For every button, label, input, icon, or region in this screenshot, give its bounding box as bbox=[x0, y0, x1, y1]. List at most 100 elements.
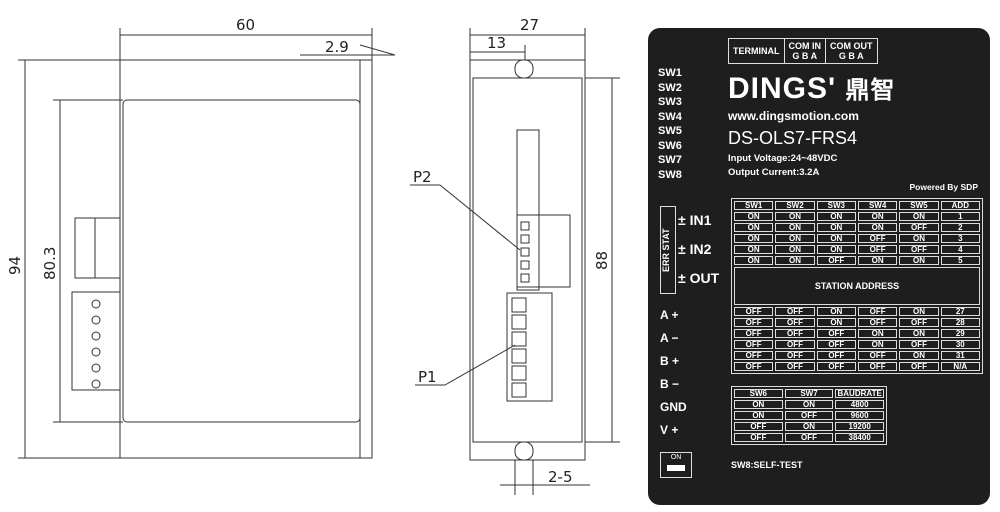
pin-labels: A + A − B + B − GND V + bbox=[660, 304, 687, 442]
table-cell: OFF bbox=[857, 351, 898, 360]
table-cell: ON bbox=[775, 245, 815, 254]
table-cell: 4 bbox=[940, 245, 980, 254]
table-cell: 5 bbox=[940, 256, 980, 265]
table-cell: OFF bbox=[775, 340, 815, 349]
p2-pins bbox=[520, 221, 530, 283]
table-cell: OFF bbox=[775, 351, 815, 360]
table-cell: ON bbox=[734, 256, 774, 265]
switch-label: SW2 bbox=[658, 81, 682, 94]
table-cell: OFF bbox=[899, 223, 939, 232]
dim-side-half: 13 bbox=[487, 34, 506, 52]
table-cell: 31 bbox=[940, 351, 980, 360]
table-cell: OFF bbox=[734, 433, 783, 442]
table-cell: SW3 bbox=[816, 201, 856, 210]
table-cell: OFF bbox=[899, 245, 939, 254]
table-cell: OFF bbox=[784, 411, 834, 420]
switch-label: SW3 bbox=[658, 96, 682, 108]
table-cell: OFF bbox=[857, 318, 898, 327]
dim-side-width: 27 bbox=[520, 16, 539, 34]
table-cell: ON bbox=[734, 245, 774, 254]
powered-by: Powered By SDP bbox=[909, 182, 979, 192]
table-cell: OFF bbox=[857, 234, 898, 243]
table-cell: SW2 bbox=[775, 201, 815, 210]
table-cell: OFF bbox=[816, 329, 856, 338]
table-cell: ON bbox=[775, 256, 815, 265]
model-number: DS-OLS7-FRS4 bbox=[728, 128, 858, 148]
table-cell: ON bbox=[899, 256, 939, 265]
connector-lower bbox=[71, 291, 121, 391]
table-cell: ON bbox=[784, 422, 834, 431]
table-cell: N/A bbox=[940, 362, 980, 371]
brand-name-cn: 鼎智 bbox=[845, 77, 896, 104]
table-cell: OFF bbox=[857, 245, 898, 254]
connector-upper bbox=[74, 217, 121, 279]
table-cell: OFF bbox=[775, 307, 815, 316]
io-label: OUT bbox=[689, 270, 720, 286]
pin-label: B − bbox=[660, 377, 680, 391]
table-cell: ON bbox=[816, 307, 856, 316]
label-p2: P2 bbox=[413, 168, 432, 186]
table-cell: 19200 bbox=[835, 422, 884, 431]
table-cell: 28 bbox=[940, 318, 980, 327]
table-cell: ON bbox=[816, 212, 856, 221]
brand-name: DINGS bbox=[728, 72, 829, 105]
table-cell: ON bbox=[899, 307, 939, 316]
label-p1: P1 bbox=[418, 368, 437, 386]
table-cell: 4800 bbox=[835, 400, 884, 409]
output-current: Output Current:3.2A bbox=[728, 167, 820, 178]
com-out-label: COM OUT bbox=[830, 41, 873, 51]
table-cell: ON bbox=[857, 340, 898, 349]
pin-label: A + bbox=[660, 308, 679, 322]
side-body bbox=[469, 59, 586, 461]
com-in-label: COM IN bbox=[788, 41, 822, 51]
table-cell: OFF bbox=[899, 340, 939, 349]
com-out-pins: G B A bbox=[838, 51, 864, 61]
table-cell: SW4 bbox=[857, 201, 898, 210]
table-cell: OFF bbox=[857, 362, 898, 371]
table-cell: OFF bbox=[816, 351, 856, 360]
dip-on-label: ON bbox=[670, 454, 682, 461]
dim-slot: 2-5 bbox=[548, 468, 573, 486]
table-cell: OFF bbox=[775, 362, 815, 371]
table-cell: SW7 bbox=[784, 389, 834, 398]
self-test-note: SW8:SELF-TEST bbox=[731, 460, 803, 470]
switch-label: SW6 bbox=[658, 139, 682, 152]
table-cell: OFF bbox=[734, 422, 783, 431]
switch-list: SW1 SW2 SW3 SW4 SW5 SW6 SW7 SW8 bbox=[658, 66, 682, 182]
io-label: IN1 bbox=[689, 212, 712, 228]
table-cell: OFF bbox=[734, 362, 774, 371]
top-slot bbox=[514, 59, 534, 79]
table-cell: OFF bbox=[734, 318, 774, 327]
website: www.dingsmotion.com bbox=[728, 109, 859, 123]
pin-label: A − bbox=[660, 331, 679, 345]
table-cell: OFF bbox=[816, 340, 856, 349]
table-cell: OFF bbox=[775, 318, 815, 327]
table-cell: 2 bbox=[940, 223, 980, 232]
table-cell: OFF bbox=[784, 433, 834, 442]
table-cell: ON bbox=[899, 329, 939, 338]
switch-label: SW8 bbox=[658, 168, 682, 181]
front-plate bbox=[119, 59, 373, 459]
table-cell: ON bbox=[816, 223, 856, 232]
table-cell: OFF bbox=[816, 256, 856, 265]
table-cell: SW5 bbox=[899, 201, 939, 210]
status-indicator: ERR STAT bbox=[660, 206, 676, 294]
io-labels: ± IN1 ± IN2 ± OUT bbox=[678, 212, 720, 286]
brand-logo: DINGS' 鼎智 bbox=[728, 72, 896, 105]
